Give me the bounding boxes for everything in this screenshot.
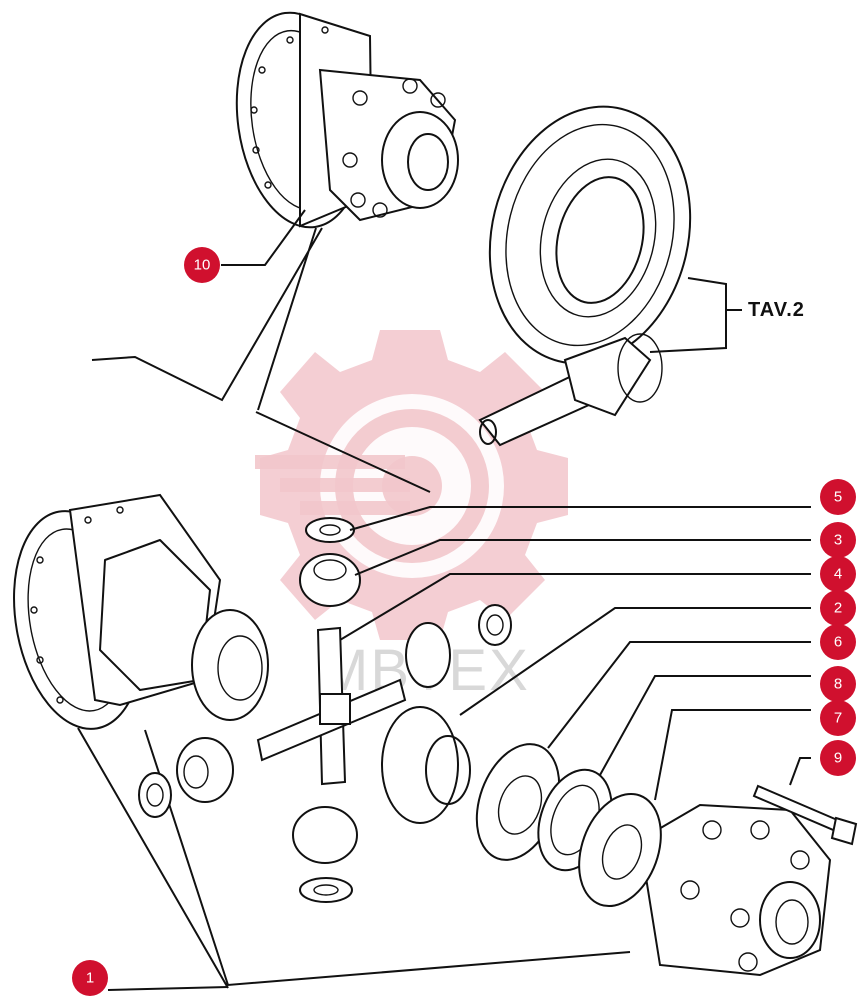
part-friction-disc-7 <box>578 792 662 908</box>
callout-2[interactable]: 2 <box>820 590 856 626</box>
part-spider-cross <box>256 626 407 786</box>
callout-6-label: 6 <box>834 634 842 651</box>
callout-4-label: 4 <box>834 566 842 583</box>
callout-8[interactable]: 8 <box>820 666 856 702</box>
callout-5-label: 5 <box>834 489 842 506</box>
part-differential-housing-halves <box>13 493 832 977</box>
part-bolt-9 <box>752 784 858 846</box>
callout-3[interactable]: 3 <box>820 522 856 558</box>
watermark-gear-logo <box>255 330 568 640</box>
callout-3-label: 3 <box>834 532 842 549</box>
callout-5[interactable]: 5 <box>820 479 856 515</box>
part-side-gear-left <box>191 609 269 721</box>
callout-7[interactable]: 7 <box>820 700 856 736</box>
part-planet-pinion-left <box>176 737 234 803</box>
part-planet-pinion-right <box>405 622 451 688</box>
callout-1-label: 1 <box>86 970 94 987</box>
callout-9[interactable]: 9 <box>820 740 856 776</box>
part-side-gear-right-2 <box>381 706 471 824</box>
tav2-reference-bracket <box>649 277 742 353</box>
part-thrust-washers <box>138 517 512 903</box>
tav2-reference-label: TAV.2 <box>748 299 805 321</box>
callout-2-label: 2 <box>834 600 842 617</box>
callout-10-label: 10 <box>194 257 211 274</box>
callout-6[interactable]: 6 <box>820 624 856 660</box>
callout-10[interactable]: 10 <box>184 247 220 283</box>
callout-8-label: 8 <box>834 676 842 693</box>
callout-1[interactable]: 1 <box>72 960 108 996</box>
part-planet-pinion-bottom <box>292 806 358 864</box>
callout-4[interactable]: 4 <box>820 556 856 592</box>
part-ring-gear-and-pinion <box>478 105 692 447</box>
callout-7-label: 7 <box>834 710 842 727</box>
part-planet-pinion-3 <box>299 553 361 607</box>
assembly-guide-lines <box>77 227 631 989</box>
part-differential-case-assembly <box>235 11 459 229</box>
callout-9-label: 9 <box>834 750 842 767</box>
callout-leaders <box>107 209 811 991</box>
